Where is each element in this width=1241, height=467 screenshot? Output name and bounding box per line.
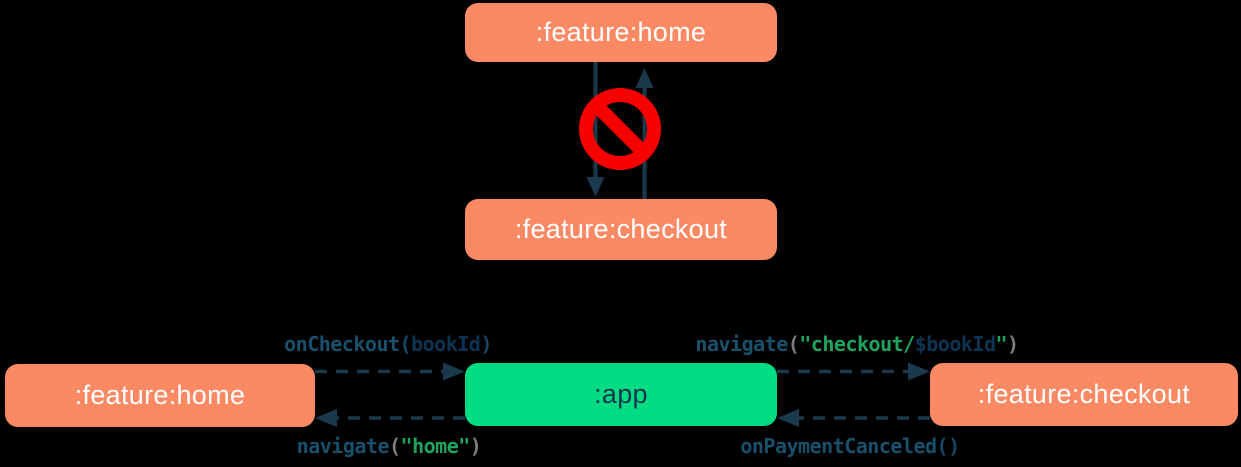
arrow-app-to-checkout <box>777 362 930 381</box>
code-paren: ) <box>469 434 482 458</box>
top-feature-checkout-label: :feature:checkout <box>514 214 728 244</box>
code-paren: ( <box>388 434 401 458</box>
bottom-feature-home-box: :feature:home <box>5 364 315 427</box>
code-paren: ( <box>787 332 800 356</box>
bottom-feature-checkout-label: :feature:checkout <box>977 379 1191 409</box>
arrow-checkout-to-app <box>777 409 930 427</box>
bottom-app-box: :app <box>465 363 777 426</box>
code-fn: navigate <box>296 434 390 458</box>
bottom-app-label: :app <box>594 379 648 409</box>
top-feature-home-label: :feature:home <box>535 17 707 47</box>
code-fn: onPaymentCanceled <box>740 434 937 458</box>
code-param: bookId <box>411 332 481 356</box>
arrow-checkout-to-home <box>635 68 654 199</box>
code-paren: ( <box>399 332 412 356</box>
label-on-checkout: onCheckout(bookId) <box>284 332 492 356</box>
arrow-home-to-checkout <box>586 62 605 197</box>
code-param: $bookId <box>914 332 996 356</box>
code-string: "checkout/ <box>799 332 915 356</box>
code-string: "home" <box>400 434 471 458</box>
no-entry-icon <box>579 88 661 170</box>
code-paren: ) <box>1007 332 1019 356</box>
top-feature-checkout-box: :feature:checkout <box>465 199 777 260</box>
code-paren: () <box>936 434 961 458</box>
bottom-feature-checkout-box: :feature:checkout <box>930 363 1238 426</box>
code-paren: ) <box>480 332 492 356</box>
top-feature-home-box: :feature:home <box>465 3 777 62</box>
arrow-home-to-app <box>315 362 465 381</box>
code-fn: onCheckout <box>284 332 400 356</box>
arrow-app-to-home <box>315 409 465 427</box>
code-string: " <box>995 332 1008 356</box>
bottom-feature-home-label: :feature:home <box>74 380 246 410</box>
label-on-payment-canceled: onPaymentCanceled() <box>740 434 961 458</box>
label-navigate-home: navigate("home") <box>297 434 482 458</box>
code-fn: navigate <box>695 332 788 356</box>
label-navigate-checkout: navigate("checkout/$bookId") <box>695 332 1019 356</box>
